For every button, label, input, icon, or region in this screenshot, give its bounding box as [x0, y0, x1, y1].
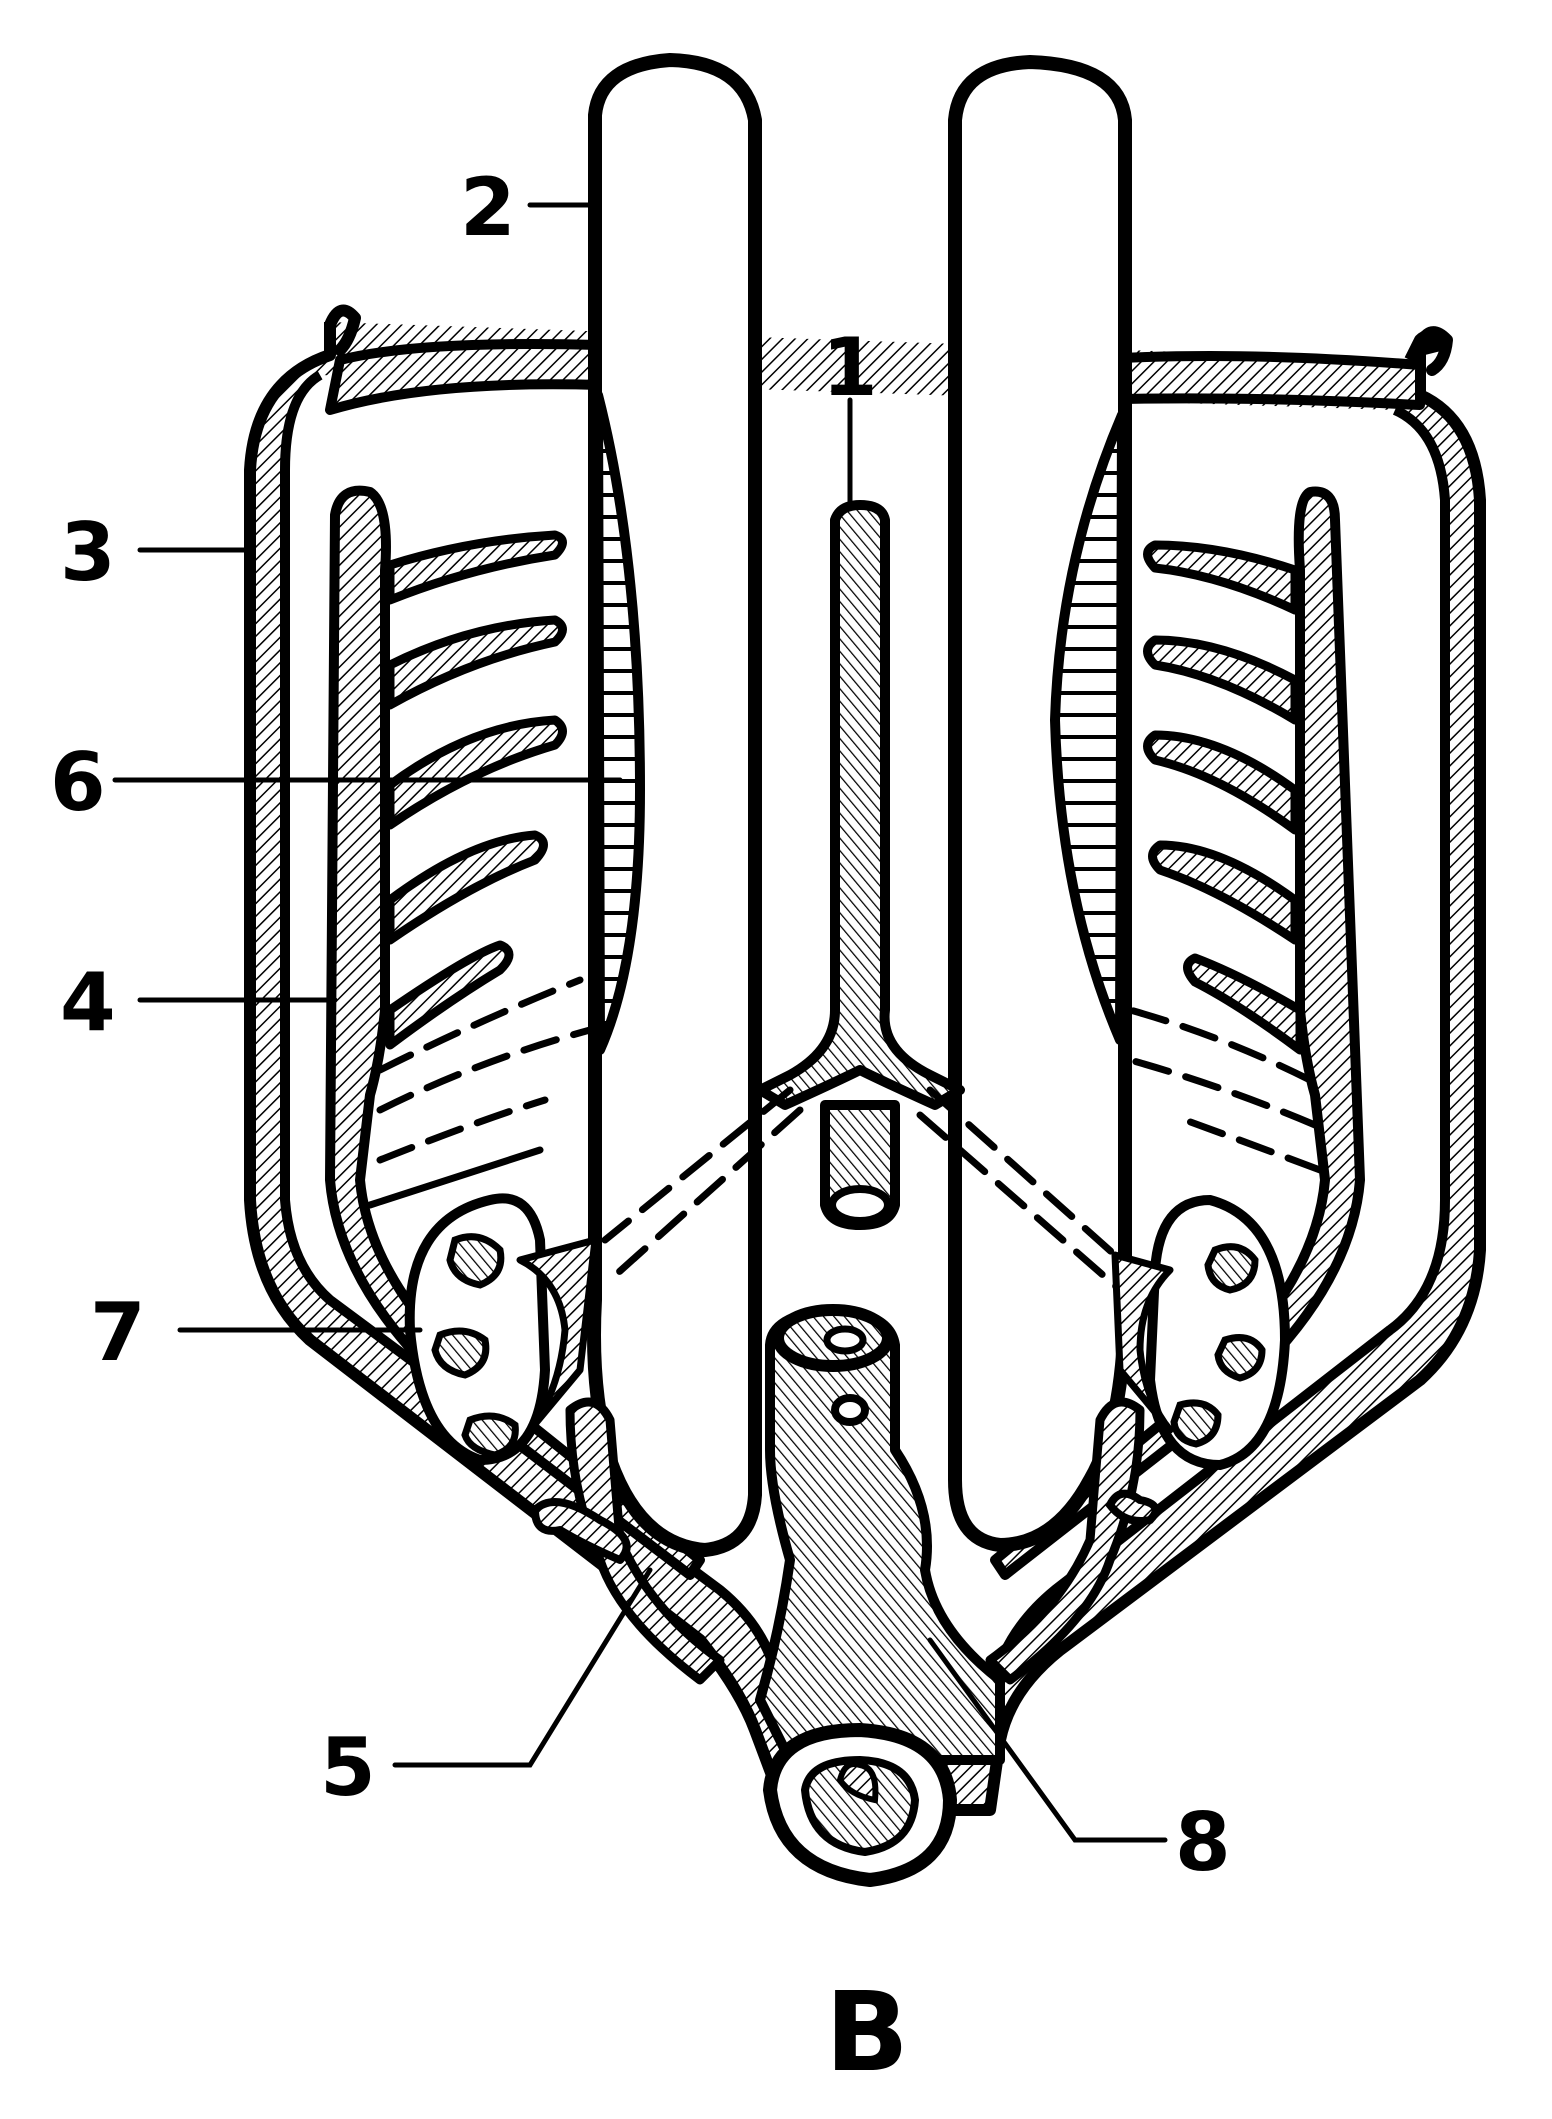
- central-vessel: [601, 500, 1124, 1294]
- label-3: 3: [60, 506, 116, 599]
- right-glomerulus-region: [1111, 1194, 1291, 1471]
- left-gill-tube: [587, 53, 762, 1557]
- label-8: 8: [1175, 1796, 1231, 1889]
- labels: 1 2 3 4 5 6 7 8 B: [50, 161, 1231, 2096]
- leader-5: [392, 1567, 653, 1768]
- leader-lines: [112, 202, 1168, 1843]
- figure-letter: B: [825, 1968, 909, 2096]
- label-7: 7: [90, 1286, 146, 1379]
- posterior-vessel-branches: [531, 1397, 1160, 1685]
- label-6: 6: [50, 736, 106, 829]
- label-2: 2: [460, 161, 516, 254]
- label-4: 4: [60, 956, 116, 1049]
- label-1: 1: [822, 321, 878, 414]
- posterior-aorta-and-cloaca: [755, 1304, 1005, 1888]
- left-glomerulus-region: [404, 1193, 599, 1466]
- label-5: 5: [320, 1721, 376, 1814]
- left-inner-vessel-with-gill-arches: [325, 485, 705, 1580]
- leader-8: [927, 1637, 1168, 1843]
- right-gill-tube: [948, 55, 1132, 1552]
- right-inner-vessel-with-gill-arches: [990, 486, 1365, 1580]
